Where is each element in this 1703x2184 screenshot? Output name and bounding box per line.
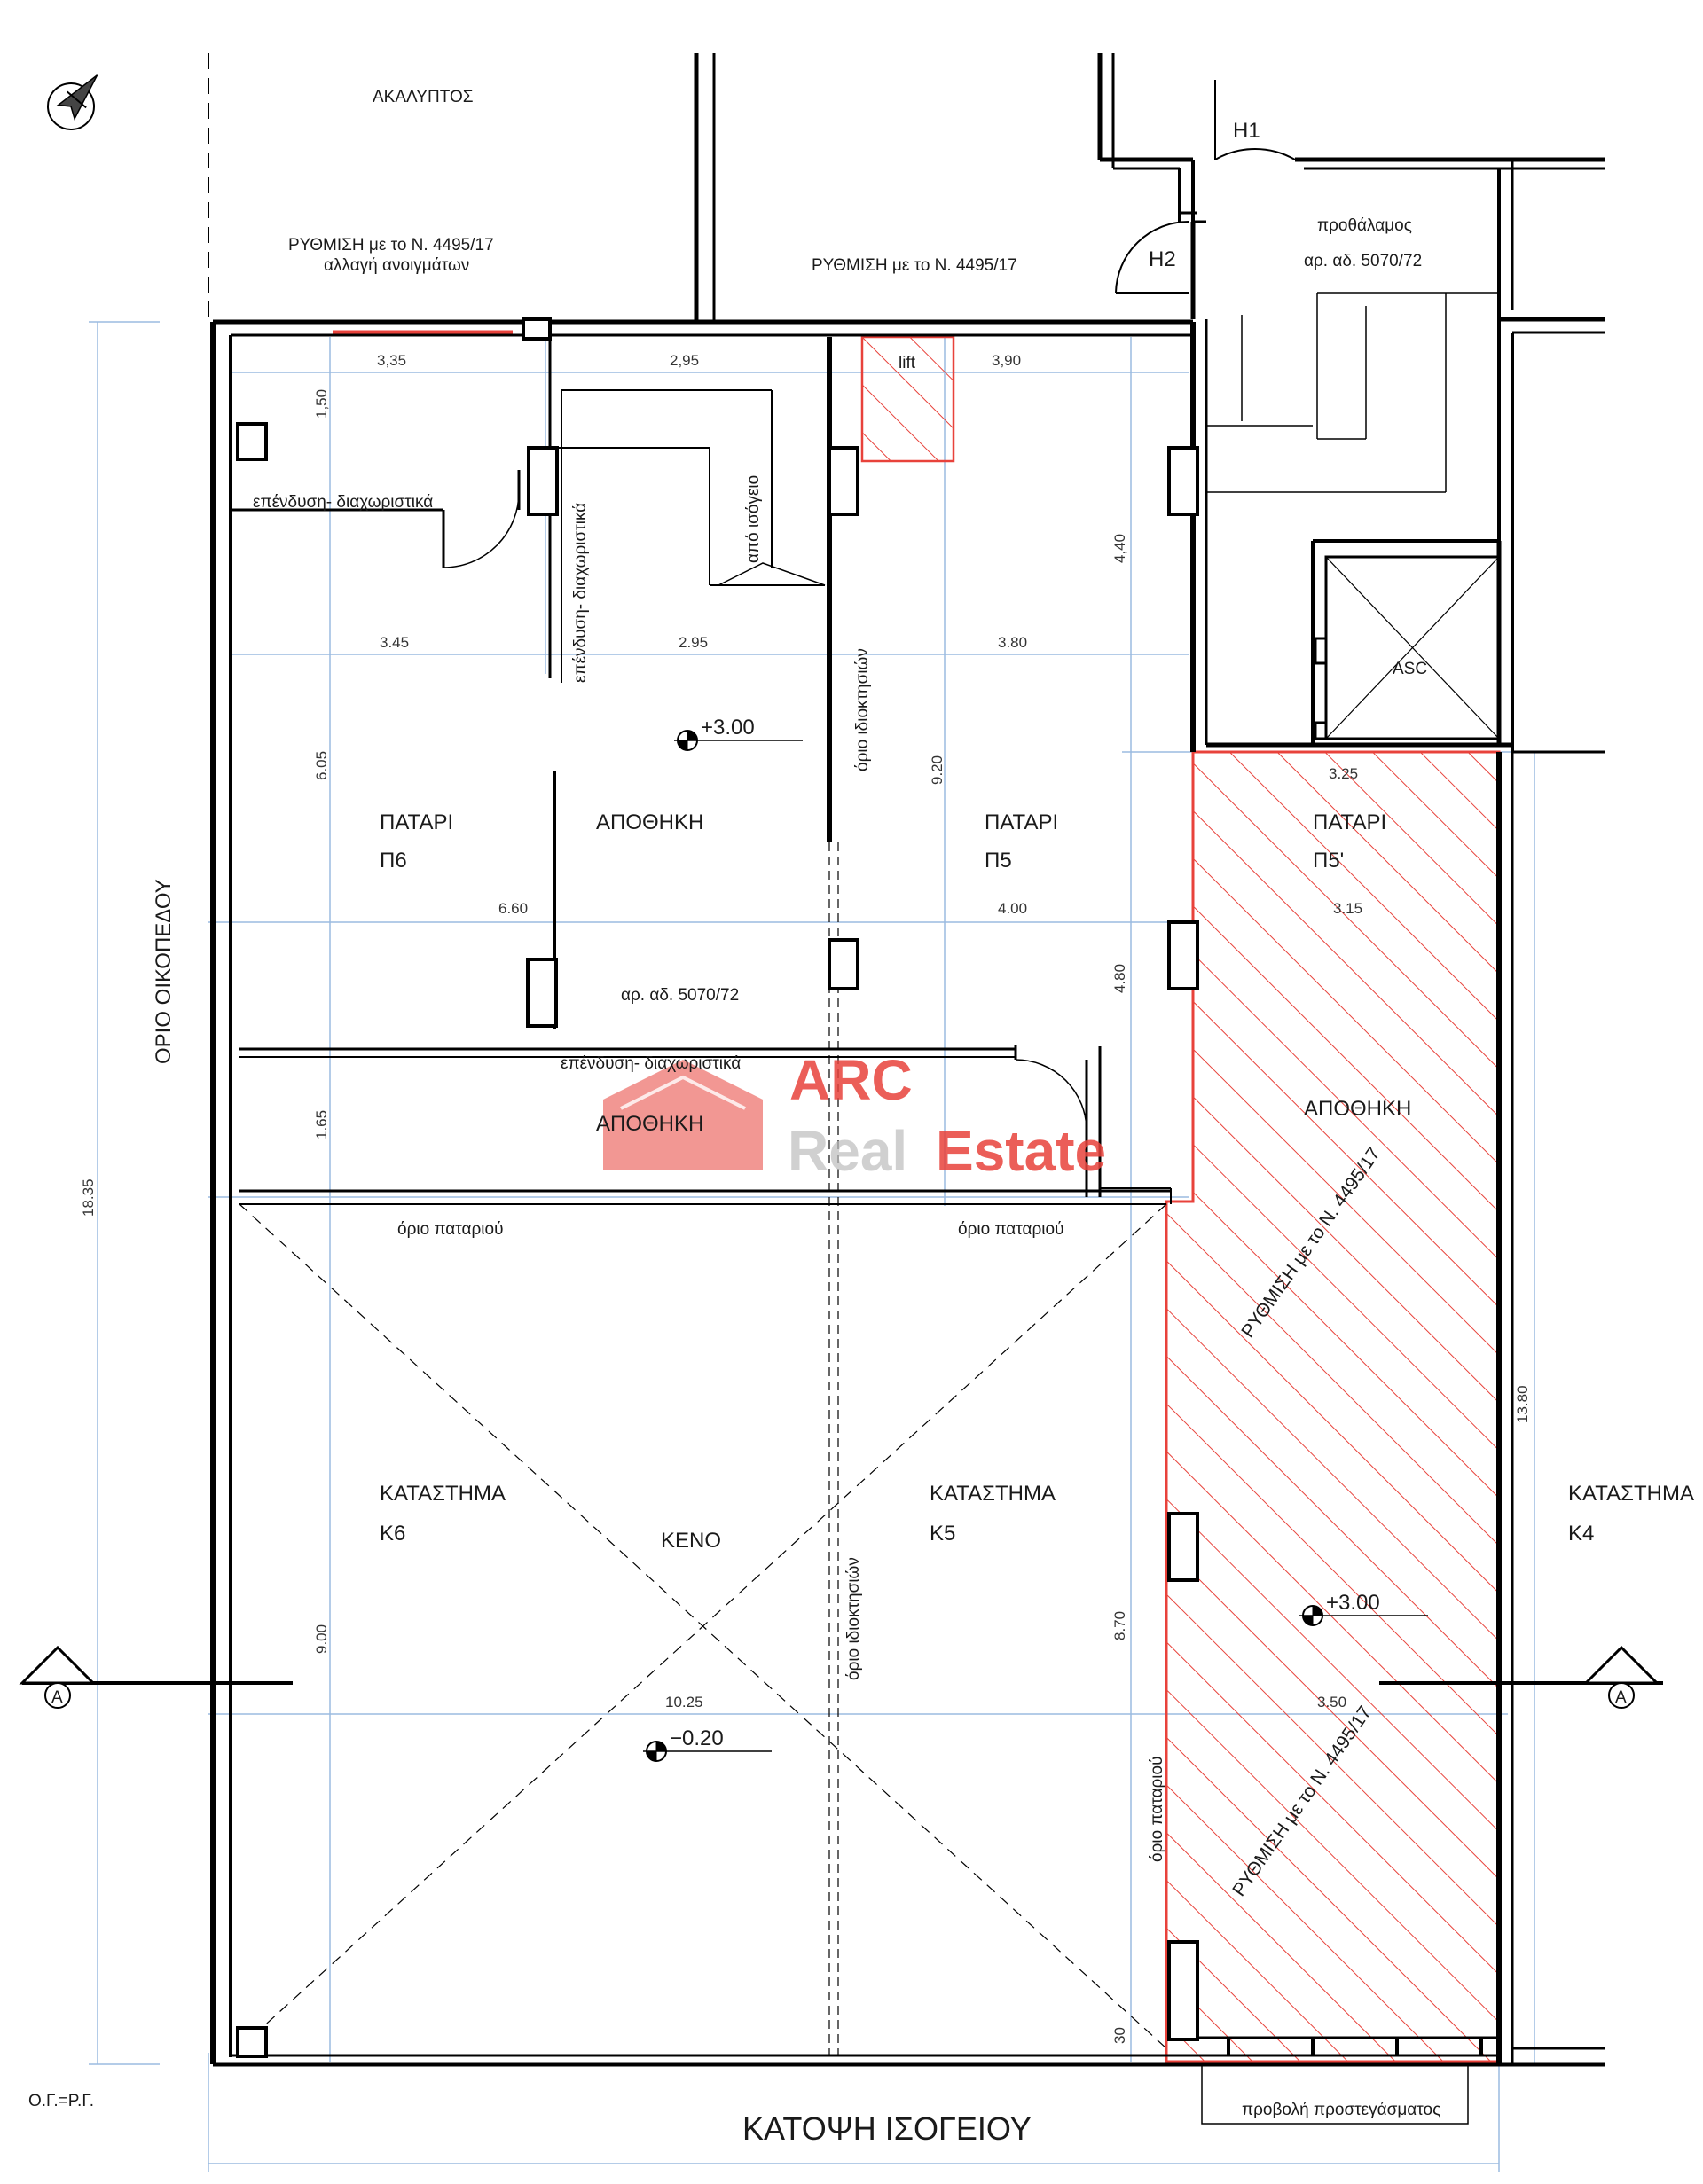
dim-315: 3.15	[1333, 900, 1362, 917]
label-reg-top: ΡΥΘΜΙΣΗ με το Ν. 4495/17	[812, 256, 1017, 275]
section-a-right: A	[1615, 1688, 1627, 1707]
dim-440: 4,40	[1111, 534, 1128, 563]
label-k6: Κ6	[380, 1522, 405, 1546]
column-8	[1167, 1940, 1199, 2041]
label-katastima-k4: ΚΑΤΑΣΤΗΜΑ	[1568, 1482, 1694, 1506]
watermark-logo-icon	[603, 1060, 763, 1170]
label-apo-isogeio: από ισόγειο	[744, 475, 763, 563]
watermark-line2b: Estate	[936, 1119, 1106, 1183]
label-patari-p5: ΠΑΤΑΡΙ	[985, 810, 1058, 834]
column-10	[236, 422, 268, 461]
dim-1835: 18.35	[80, 1178, 97, 1217]
dim-150: 1,50	[313, 389, 330, 419]
label-prothalamos-permit: αρ. αδ. 5070/72	[1304, 252, 1422, 270]
column-7	[1167, 1512, 1199, 1582]
label-h1: Η1	[1233, 119, 1260, 143]
column-6	[1167, 920, 1199, 990]
label-keno: ΚΕΝΟ	[661, 1529, 721, 1553]
label-katastima-k5: ΚΑΤΑΣΤΗΜΑ	[930, 1482, 1056, 1506]
label-lift: lift	[899, 354, 916, 372]
label-orio-idioktision-2: όριο ιδιοκτησιών	[844, 1557, 863, 1680]
dim-400: 4.00	[998, 900, 1027, 917]
north-arrow-icon	[47, 74, 98, 130]
dim-605: 6.05	[313, 751, 330, 780]
label-provoli: προβολή προστεγάσματος	[1242, 2101, 1440, 2119]
label-orio-idioktision-1: όριο ιδιοκτησιών	[853, 648, 872, 771]
dimension-lines	[89, 321, 1548, 2172]
dim-165: 1.65	[313, 1110, 330, 1139]
column-5	[828, 938, 859, 990]
label-endysi-2: επένδυση- διαχωριστικά	[571, 503, 590, 683]
dim-30: 30	[1111, 2027, 1128, 2044]
label-orio-patariou-1: όριο παταριού	[397, 1220, 503, 1239]
label-apothiki-1: ΑΠΟΘΗΚΗ	[596, 810, 703, 834]
dim-390: 3,90	[992, 352, 1021, 369]
label-reg-left-1: ΡΥΘΜΙΣΗ με το Ν. 4495/17	[288, 236, 494, 254]
label-orio-patariou-3: όριο παταριού	[1148, 1757, 1166, 1862]
label-apothiki-3: ΑΠΟΘΗΚΗ	[1304, 1097, 1411, 1121]
label-p5: Π5	[985, 849, 1012, 873]
label-p6: Π6	[380, 849, 407, 873]
column-top-1	[522, 317, 552, 341]
level-markers	[643, 730, 1428, 1762]
dim-900: 9.00	[313, 1624, 330, 1654]
section-markers	[19, 1645, 1663, 1709]
page-title: ΚΑΤΟΨΗ ΙΣΟΓΕΙΟΥ	[742, 2110, 1032, 2147]
label-endysi-1: επένδυση- διαχωριστικά	[253, 493, 433, 512]
dim-380: 3.80	[998, 634, 1027, 651]
label-apothiki-2: ΑΠΟΘΗΚΗ	[596, 1112, 703, 1136]
label-reg-left-2: αλλαγή ανοιγμάτων	[324, 256, 469, 275]
level-right: +3.00	[1326, 1591, 1380, 1615]
label-og-rg: Ο.Γ.=Ρ.Γ.	[28, 2092, 94, 2110]
level-top: +3.00	[701, 716, 755, 740]
dim-345: 3.45	[380, 634, 409, 651]
dimension-labels: 3,35 2,95 3,90 1,50 4,40 3.45 2.95 3.80 …	[80, 352, 1531, 2044]
column-9	[236, 2026, 268, 2058]
label-p5b: Π5'	[1313, 849, 1344, 873]
dim-1380: 13.80	[1514, 1385, 1531, 1423]
label-asc: ASC	[1393, 660, 1427, 678]
label-patari-p6: ΠΑΤΑΡΙ	[380, 810, 453, 834]
dim-1025: 10.25	[665, 1694, 703, 1710]
column-2	[828, 446, 859, 516]
level-bottom: −0.20	[670, 1726, 724, 1750]
label-katastima-k6: ΚΑΤΑΣΤΗΜΑ	[380, 1482, 506, 1506]
watermark-line2a: Real	[788, 1119, 907, 1183]
label-patari-p5b: ΠΑΤΑΡΙ	[1313, 810, 1386, 834]
watermark-line1: ARC	[789, 1048, 913, 1112]
dim-325: 3.25	[1329, 765, 1358, 782]
dim-350: 3.50	[1317, 1694, 1346, 1710]
column-3	[1167, 446, 1199, 516]
walls	[208, 53, 1605, 2125]
watermark: ARC Real Estate	[788, 1048, 1106, 1183]
label-orio-patariou-2: όριο παταριού	[958, 1220, 1063, 1239]
dim-295-mid: 2.95	[679, 634, 708, 651]
label-endysi-3: επένδυση- διαχωριστικά	[561, 1054, 741, 1073]
columns	[236, 317, 1199, 2058]
label-k4: Κ4	[1568, 1522, 1594, 1546]
label-prothalamos: προθάλαμος	[1317, 216, 1412, 235]
label-h2: Η2	[1149, 247, 1176, 271]
dim-660: 6.60	[498, 900, 528, 917]
column-4	[526, 958, 558, 1028]
label-k5: Κ5	[930, 1522, 955, 1546]
column-1	[527, 446, 559, 516]
dim-870: 8.70	[1111, 1611, 1128, 1640]
section-a-left: A	[51, 1688, 63, 1707]
dim-335: 3,35	[377, 352, 406, 369]
dim-295-top: 2,95	[670, 352, 699, 369]
label-orio-oikopedou: ΟΡΙΟ ΟΙΚΟΠΕΔΟΥ	[152, 879, 176, 1064]
label-permit-mid: αρ. αδ. 5070/72	[621, 986, 739, 1005]
dim-480: 4.80	[1111, 964, 1128, 993]
dim-920: 9.20	[929, 755, 946, 785]
label-akalyptos: ΑΚΑΛΥΠΤΟΣ	[373, 88, 473, 106]
